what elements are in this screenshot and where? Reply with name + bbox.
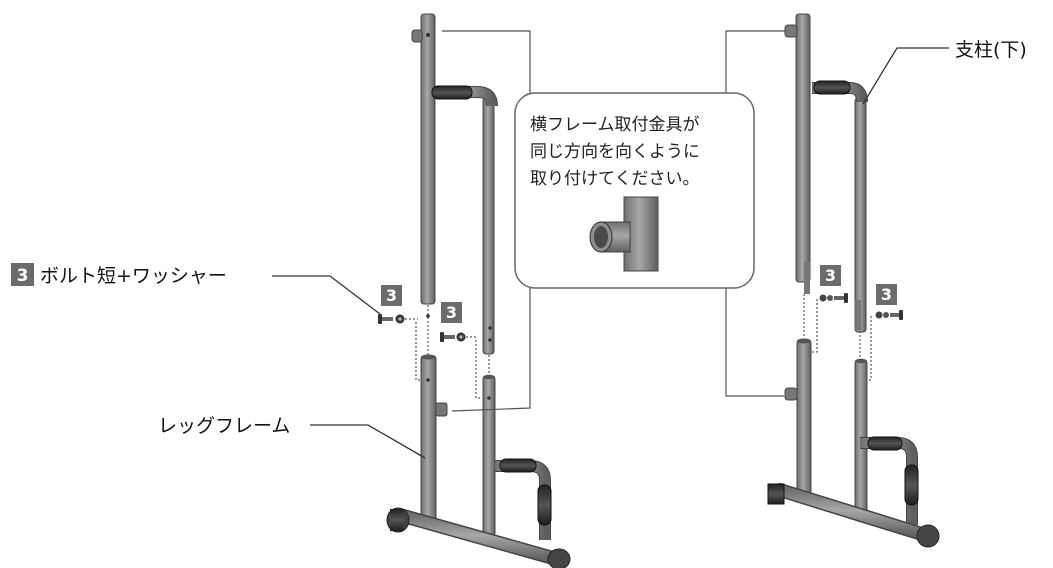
callout-note-line2: 同じ方向を向くように: [530, 142, 700, 162]
right-pillar-upper: [795, 13, 811, 283]
step-badge-label: [11, 263, 34, 286]
right-pillar-lower: [796, 339, 812, 503]
right-pillar2-lower: [854, 359, 868, 513]
svg-text:3: 3: [825, 266, 836, 285]
svg-text:3: 3: [17, 266, 29, 286]
left-bracket: [435, 402, 448, 417]
label-leg-group: レッグフレーム: [158, 415, 426, 459]
callout-box: [514, 92, 755, 289]
right-bracket: [784, 387, 798, 401]
bolt-upper-left: [378, 314, 418, 324]
bolt-lower-right: [868, 310, 903, 381]
right-pillar2-upper: [854, 97, 867, 333]
left-grip-top: [431, 85, 473, 100]
callout-note-line3: 取り付けてください。: [530, 169, 700, 189]
left-bolts: [378, 305, 490, 399]
label-bolt-washer: ボルト短+ワッシャー: [40, 265, 227, 287]
step-badge-left-2: 3: [441, 302, 462, 323]
left-pillar-upper: [420, 13, 436, 305]
svg-text:3: 3: [386, 286, 397, 305]
left-top-knob: [411, 29, 423, 43]
label-pillar-group: 支柱(下): [862, 39, 1027, 105]
left-pillar2-lower: [482, 375, 496, 537]
right-frame: [767, 13, 940, 548]
step-badge-right-2: 3: [876, 284, 897, 305]
callout: 横フレーム取付金具が 同じ方向を向くように 取り付けてください。: [442, 30, 786, 412]
left-pillar2-upper: [482, 97, 495, 355]
step-badge-right-1: 3: [820, 265, 841, 286]
label-leg-frame: レッグフレーム: [158, 415, 290, 437]
bracket-illustration: [589, 196, 659, 272]
svg-text:3: 3: [881, 285, 892, 304]
bolt-lower-left: [440, 332, 478, 342]
left-frame: [386, 13, 571, 568]
svg-text:3: 3: [446, 303, 457, 322]
bolt-upper-right: [812, 293, 848, 353]
label-bolt-group: 3 ボルト短+ワッシャー: [11, 263, 381, 315]
callout-note-line1: 横フレーム取付金具が: [530, 115, 700, 135]
label-pillar-lower: 支柱(下): [955, 39, 1027, 61]
right-bolts: [803, 293, 903, 381]
step-badge-left-1: 3: [381, 285, 402, 306]
